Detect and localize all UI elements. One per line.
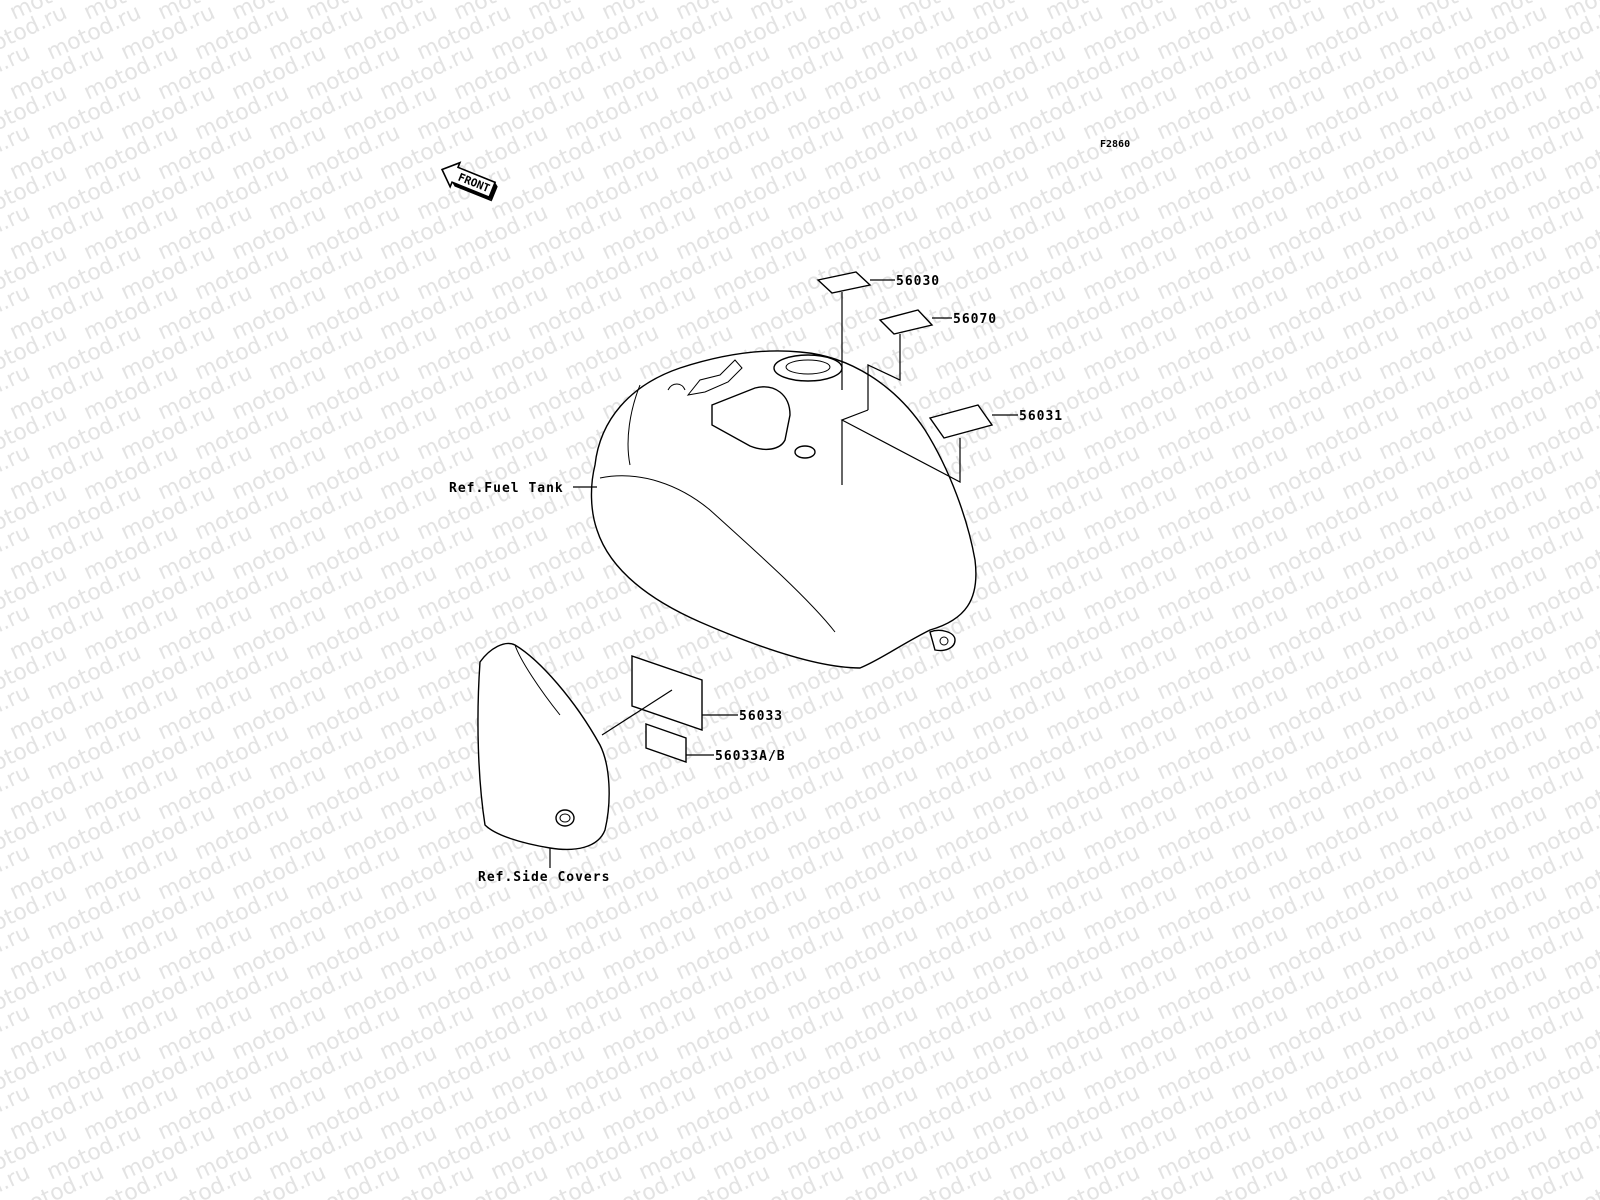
ref-side-covers-label: Ref.Side Covers [478,870,610,885]
diagram-code: F2860 [1100,139,1130,150]
part-number-56070: 56070 [953,312,997,327]
part-number-56033ab: 56033A/B [715,749,786,764]
part-number-56031: 56031 [1019,409,1063,424]
ref-fuel-tank-label: Ref.Fuel Tank [449,481,564,496]
part-number-56033: 56033 [739,709,783,724]
part-number-56030: 56030 [896,274,940,289]
